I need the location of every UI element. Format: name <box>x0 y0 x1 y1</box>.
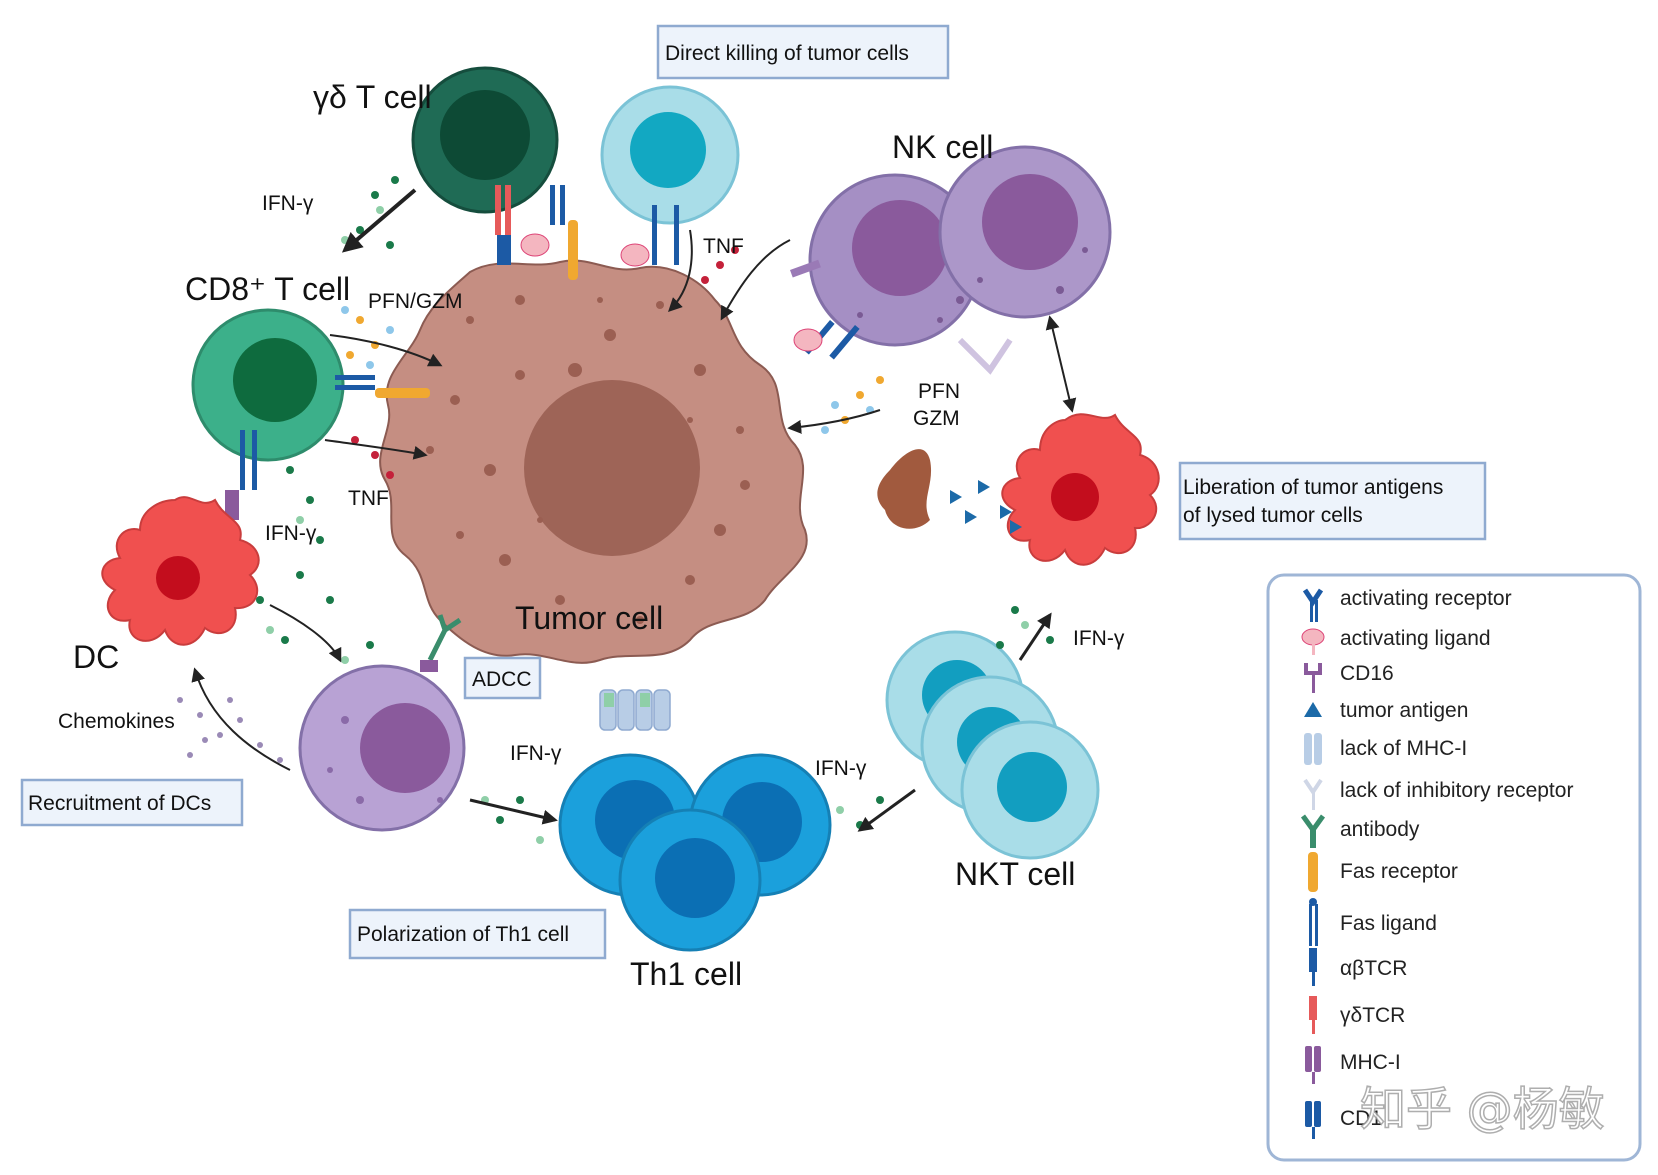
nk-cell-label: NK cell <box>892 129 993 165</box>
th1-cells: Th1 cell <box>558 753 832 992</box>
dendritic-cell-left: DC <box>73 496 260 675</box>
cd16-icon <box>1304 663 1322 693</box>
nk-cells: NK cell <box>790 129 1112 375</box>
gd-tcr-receptors <box>495 185 578 280</box>
legend-label-activating-receptor: activating receptor <box>1340 587 1512 610</box>
cd8-t-cell-label: CD8⁺ T cell <box>185 271 350 307</box>
mhc-i-icon <box>1305 1046 1321 1084</box>
tumor-cell: Tumor cell <box>379 259 808 731</box>
legend-label-fas-receptor: Fas receptor <box>1340 860 1458 883</box>
ifn-gamma-label-nkt: IFN-γ <box>815 757 867 780</box>
nkt-cell-label: NKT cell <box>955 856 1075 892</box>
direct-killing-box: Direct killing of tumor cells <box>665 42 909 65</box>
tnf-label-left: TNF <box>348 487 389 510</box>
legend-label-cd16: CD16 <box>1340 662 1394 685</box>
cytokine-dots <box>177 176 1054 844</box>
fas-receptor-icon <box>1308 852 1318 892</box>
nk-cell-adcc <box>298 614 466 832</box>
arrows <box>191 188 1077 832</box>
liberation-box-line1: Liberation of tumor antigens <box>1183 476 1443 499</box>
tnf-label-top: TNF <box>703 235 744 258</box>
legend-label-tumor-antigen: tumor antigen <box>1340 699 1468 722</box>
polarization-box: Polarization of Th1 cell <box>357 923 569 946</box>
watermark: 知乎 @杨敏 <box>1360 1082 1605 1136</box>
lysed-tumor-fragment <box>877 449 932 529</box>
legend-label-activating-ligand: activating ligand <box>1340 627 1491 650</box>
legend-label-lack-of-inhibitory-receptor: lack of inhibitory receptor <box>1340 779 1573 802</box>
gd-t-cell: γδ T cell <box>313 66 578 280</box>
cytotoxic-cell-top <box>600 85 740 267</box>
adcc-box: ADCC <box>472 668 532 691</box>
gd-t-cell-label: γδ T cell <box>313 79 432 115</box>
nk-receptors <box>790 259 1013 375</box>
tumor-cell-label: Tumor cell <box>515 600 663 636</box>
dendritic-cell-right <box>877 413 1160 566</box>
tumor-nucleus <box>524 380 700 556</box>
legend-label-antibody: antibody <box>1340 818 1420 841</box>
cd1-icon <box>1305 1101 1321 1139</box>
gzm-label: GZM <box>913 407 960 430</box>
activating-receptor-icon <box>1302 588 1324 622</box>
cd8-receptors <box>225 375 430 520</box>
pfn-label: PFN <box>918 380 960 403</box>
legend-label-gd-tcr: γδTCR <box>1340 1004 1405 1027</box>
pfn-gzm-label: PFN/GZM <box>368 290 463 313</box>
ifn-gamma-label-th1: IFN-γ <box>510 742 562 765</box>
cd8-t-cell: CD8⁺ T cell <box>185 271 430 520</box>
antibody-icon <box>1300 814 1326 848</box>
lack-of-inhibitory-receptor-icon <box>1303 778 1323 810</box>
chemokines-label: Chemokines <box>58 710 175 733</box>
liberation-box-line2: of lysed tumor cells <box>1183 504 1363 527</box>
legend-label-cd1: CD1 <box>1340 1107 1382 1130</box>
legend-label-fas-ligand: Fas ligand <box>1340 912 1437 935</box>
ifn-gamma-label-top: IFN-γ <box>262 192 314 215</box>
lack-of-mhc-i-marker <box>599 689 671 731</box>
activating-ligand-icon <box>1301 628 1325 655</box>
nkt-cells: NKT cell <box>885 630 1100 892</box>
fas-ligand-icon <box>1309 898 1318 946</box>
legend-label-ab-tcr: αβTCR <box>1340 957 1407 980</box>
legend: activating receptor activating ligandCD16… <box>1266 573 1642 1162</box>
ifn-gamma-label-right: IFN-γ <box>1073 627 1125 650</box>
gd-tcr-icon <box>1309 996 1317 1034</box>
ab-tcr-icon <box>1309 948 1317 986</box>
legend-label-mhc-i: MHC-I <box>1340 1051 1401 1074</box>
molecule-labels: IFN-γ PFN/GZM TNF TNF PFN GZM IFN-γ Chem… <box>58 192 1125 780</box>
th1-cell-label: Th1 cell <box>630 956 742 992</box>
dc-label: DC <box>73 639 119 675</box>
legend-label-lack-of-mhc-i: lack of MHC-I <box>1340 737 1467 760</box>
process-boxes: Direct killing of tumor cells Liberation… <box>20 24 1487 960</box>
ifn-gamma-label-dc: IFN-γ <box>265 522 317 545</box>
tumor-granules <box>426 295 750 624</box>
tumor-antigens <box>950 480 1022 534</box>
recruitment-box: Recruitment of DCs <box>28 792 211 815</box>
tumor-antigen-icon <box>1304 702 1322 717</box>
lack-of-mhc-i-icon <box>1304 733 1322 765</box>
